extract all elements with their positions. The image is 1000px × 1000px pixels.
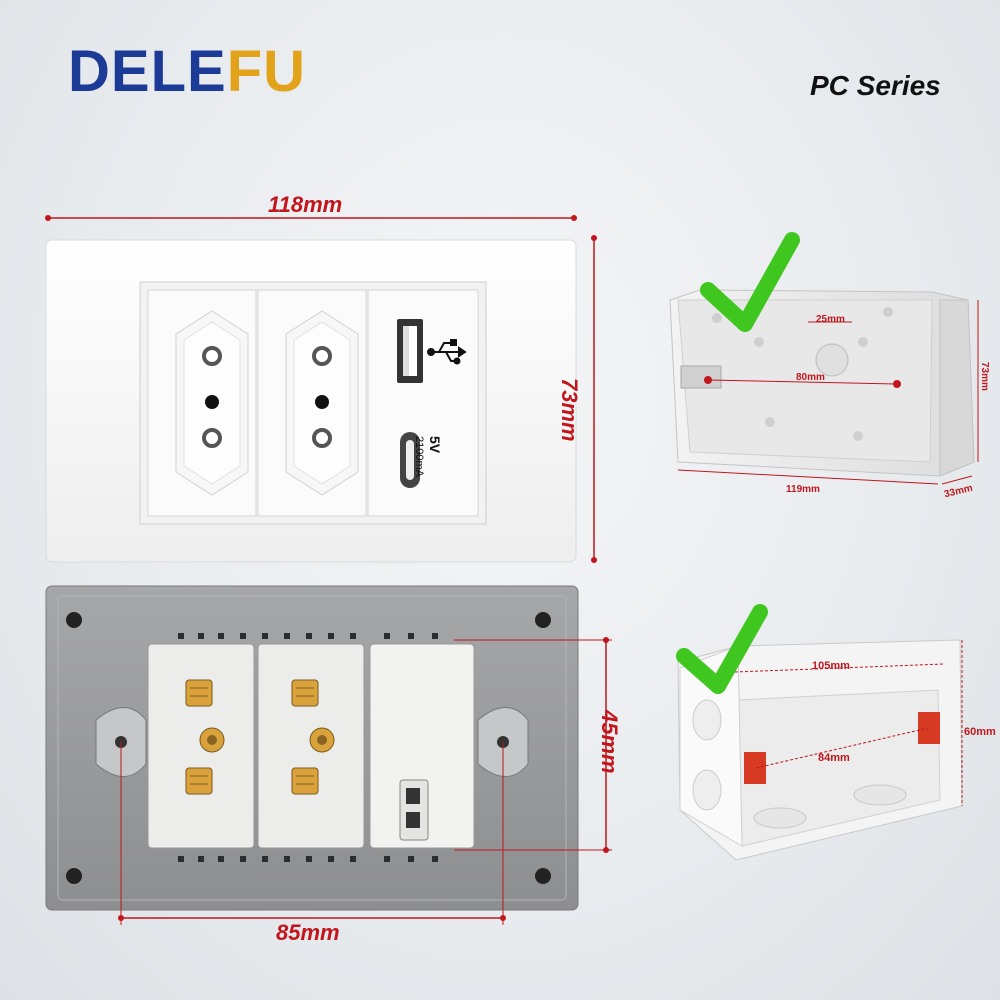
box-bottom-height-label: 60mm bbox=[964, 726, 996, 738]
back-height-label: 45mm bbox=[597, 710, 622, 774]
usb-a-port bbox=[397, 319, 423, 383]
box-top-slot-label: 25mm bbox=[816, 314, 845, 325]
usb-c-port bbox=[400, 432, 420, 488]
usb-icon bbox=[427, 339, 467, 365]
usb-current: 2100mA bbox=[413, 436, 425, 478]
brand-logo-part1: DELE bbox=[68, 39, 227, 104]
box-bottom-width-label: 105mm bbox=[812, 660, 850, 672]
box-top-width-label: 119mm bbox=[786, 484, 820, 495]
back-module-1 bbox=[147, 643, 255, 849]
wall-box-bottom bbox=[677, 639, 963, 861]
back-module-2 bbox=[257, 643, 365, 849]
series-label: PC Series bbox=[810, 70, 941, 101]
usb-voltage: 5V bbox=[427, 436, 443, 454]
back-module-usb bbox=[369, 643, 475, 849]
usb-rating-label: 5V 2100mA bbox=[413, 436, 443, 478]
check-icon bbox=[700, 232, 800, 332]
back-height-dimension bbox=[454, 637, 612, 853]
front-width-dimension bbox=[45, 215, 577, 221]
front-width-label: 118mm bbox=[268, 192, 343, 217]
back-width-dimension bbox=[118, 742, 506, 925]
brand-logo: DELEFU bbox=[68, 38, 306, 105]
brand-logo-part2: FU bbox=[226, 39, 307, 104]
box-top-hole-spacing-label: 80mm bbox=[796, 372, 825, 383]
back-width-label: 85mm bbox=[276, 920, 340, 945]
socket-outlet-1 bbox=[175, 310, 249, 496]
box-top-height-label: 73mm bbox=[979, 362, 990, 391]
wall-box-top bbox=[669, 289, 979, 485]
box-bottom-hole-spacing-label: 84mm bbox=[818, 752, 850, 764]
front-height-label: 73mm bbox=[557, 378, 582, 442]
check-icon-2 bbox=[676, 604, 768, 694]
socket-outlet-2 bbox=[285, 310, 359, 496]
front-height-dimension bbox=[591, 235, 597, 563]
